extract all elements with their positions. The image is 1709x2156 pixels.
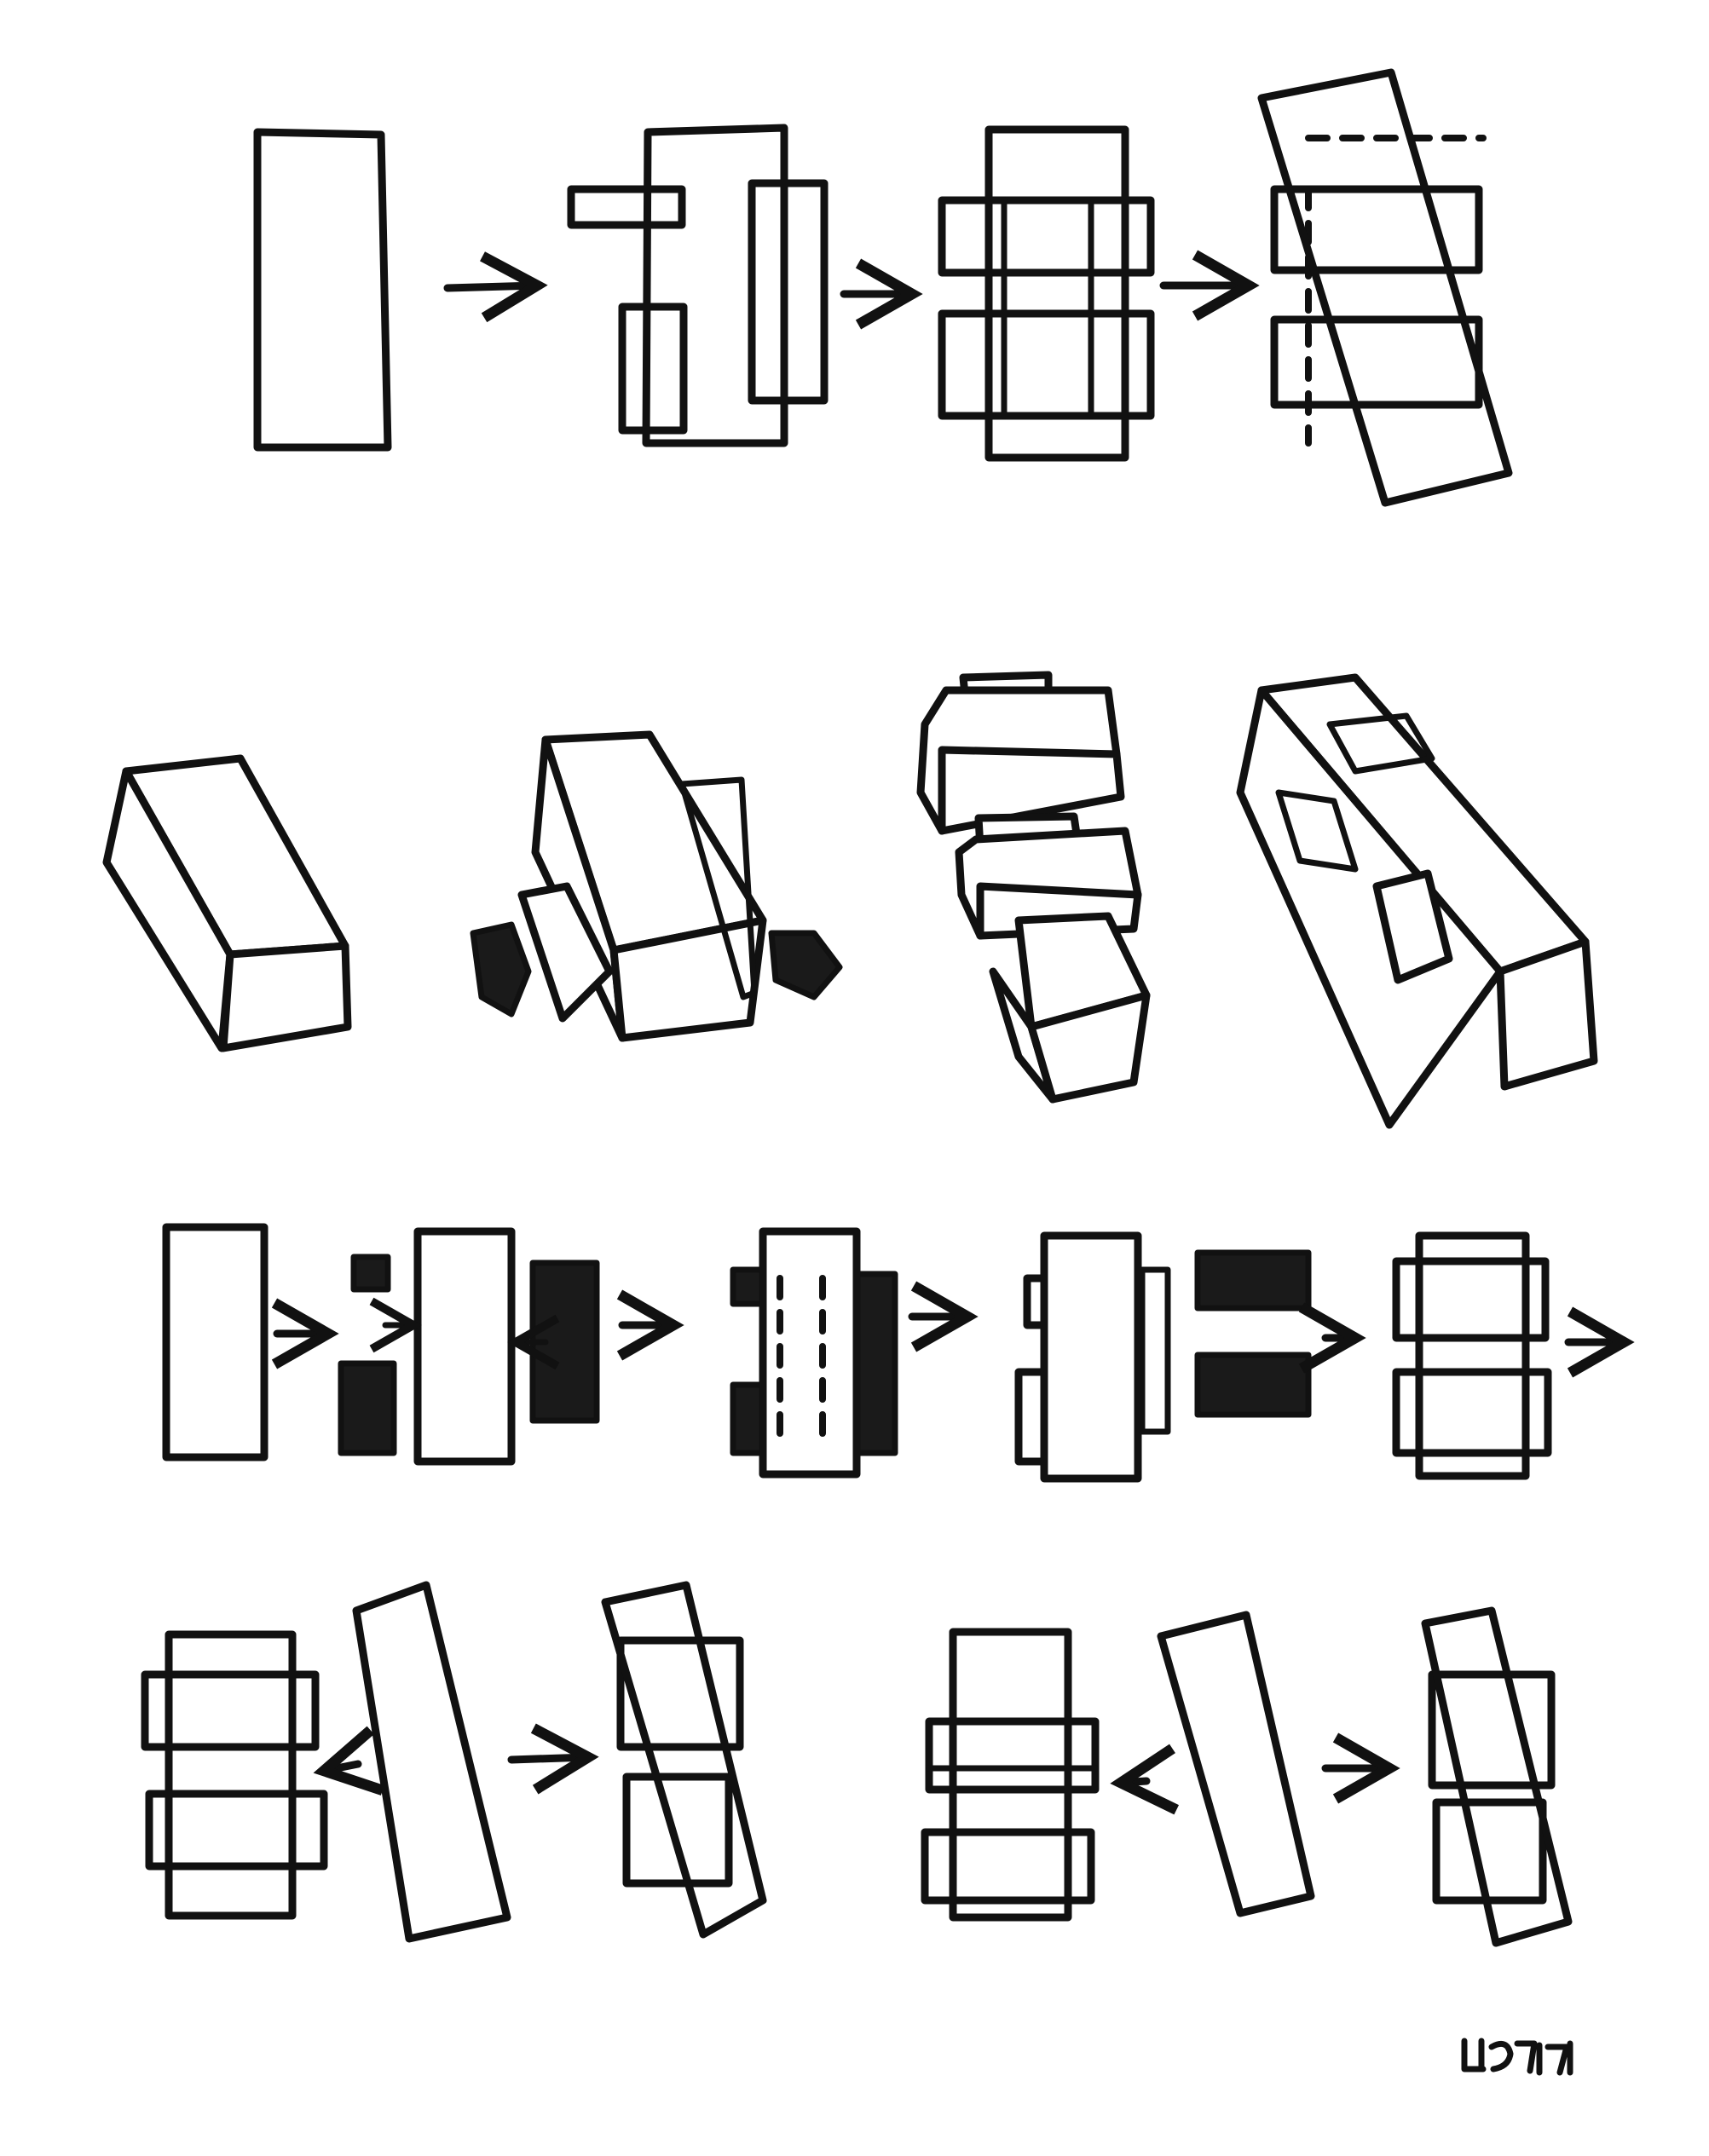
row2-box1 xyxy=(102,754,352,1052)
right-push-mass xyxy=(768,930,843,1000)
row2-box3-stack xyxy=(916,671,1151,1104)
row4-arrow-1 xyxy=(313,1726,384,1796)
row4-right-grid xyxy=(921,1628,1100,1922)
row-1 xyxy=(253,68,1513,507)
row4-arrow-2 xyxy=(507,1723,599,1795)
row3-step3-composite xyxy=(730,1227,898,1479)
row2-box2 xyxy=(470,730,843,1042)
row4-left-result xyxy=(601,1581,767,1939)
row3-step4-composite xyxy=(1014,1231,1312,1483)
row4-left-grid xyxy=(141,1630,328,1920)
row4-arrow-3 xyxy=(1110,1744,1180,1815)
row3-step1-bar xyxy=(162,1223,268,1461)
row-2 xyxy=(102,671,1598,1129)
row-4 xyxy=(141,1581,1573,1947)
signature xyxy=(1461,2038,1573,2076)
row2-box4-composite xyxy=(1236,673,1598,1129)
row-3 xyxy=(162,1223,1635,1483)
row1-step3-grid xyxy=(938,125,1155,462)
left-push-mass xyxy=(470,921,532,1017)
row4-right-result xyxy=(1421,1606,1573,1947)
row1-step2-composite xyxy=(567,124,829,447)
row1-step1-bar xyxy=(253,128,392,452)
row3-step2-composite xyxy=(338,1227,600,1466)
row1-step4-rotated xyxy=(1257,68,1513,507)
row4-right-rotated-bar xyxy=(1157,1611,1315,1917)
row4-left-rotated-bar xyxy=(352,1581,511,1943)
row1-arrow-1 xyxy=(443,251,548,323)
row3-step5-grid xyxy=(1392,1231,1552,1480)
